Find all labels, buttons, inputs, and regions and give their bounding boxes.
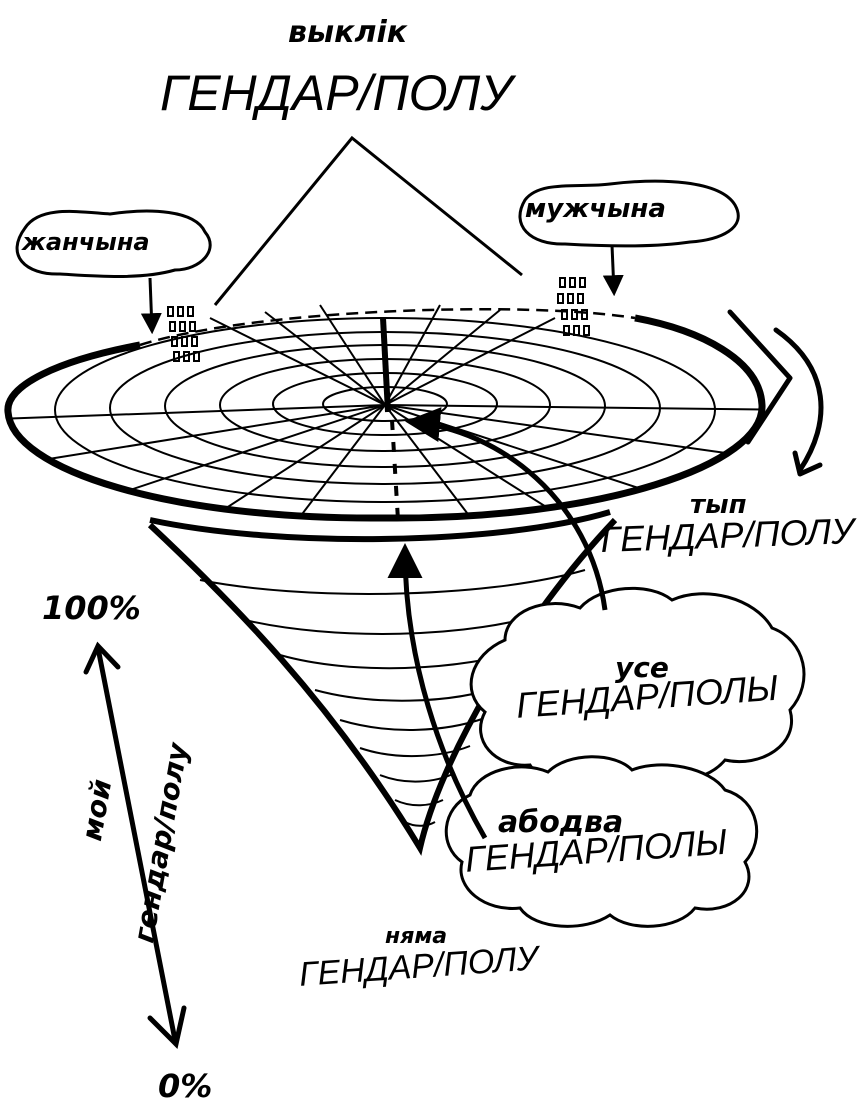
top-caption-big: ГЕНДАР/ПОЛУ xyxy=(160,68,512,118)
woman-bubble-label: жанчына xyxy=(22,230,150,254)
man-bubble-label: мужчына xyxy=(525,196,666,222)
scale-bottom-label: 0% xyxy=(158,1070,212,1102)
top-title-connector xyxy=(215,138,522,305)
top-caption-small: выклік xyxy=(288,18,407,48)
scale-top-label: 100% xyxy=(42,592,141,624)
type-caption-big: ГЕНДАР/ПОЛУ xyxy=(600,513,855,558)
funnel-disc xyxy=(0,302,800,539)
none-caption-small: няма xyxy=(385,926,447,948)
